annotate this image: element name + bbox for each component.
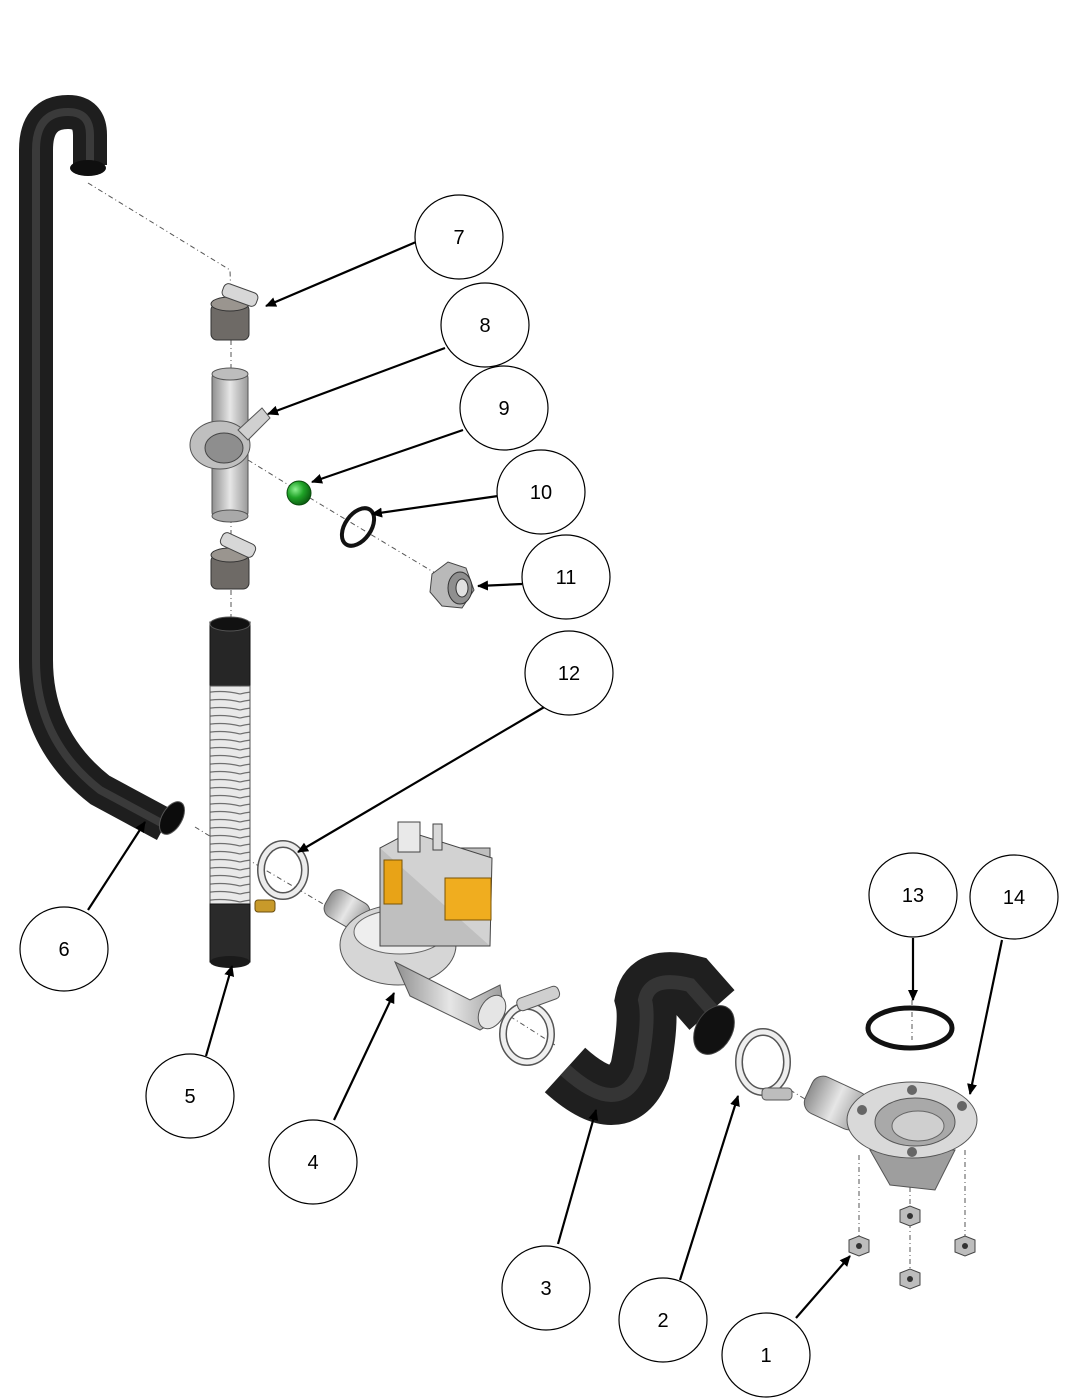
svg-text:2: 2	[657, 1310, 668, 1332]
leader-7	[265, 240, 417, 308]
nut-b	[899, 1205, 921, 1227]
leader-1	[795, 1255, 851, 1319]
svg-text:3: 3	[540, 1278, 551, 1300]
part-13-seal-ring	[865, 1005, 955, 1051]
part-8-tee-fitting	[189, 367, 271, 523]
leader-9	[311, 428, 464, 484]
part-3-s-hose	[544, 952, 735, 1125]
part-12-band-clamp	[254, 840, 309, 913]
callout-1: 1	[721, 1312, 811, 1398]
callout-4: 4	[268, 1119, 358, 1205]
worm-clamp-middle	[499, 985, 561, 1066]
part-1-nuts	[848, 1205, 976, 1290]
part-11-cap-nut	[429, 561, 475, 609]
leader-arrows	[87, 240, 1004, 1319]
part-9-check-ball	[286, 480, 312, 506]
nut-a	[848, 1235, 870, 1257]
leader-3	[556, 1109, 599, 1245]
svg-text:10: 10	[530, 482, 552, 504]
svg-text:7: 7	[453, 227, 464, 249]
callout-12: 12	[524, 630, 614, 716]
hose-clamp-lower	[210, 532, 257, 590]
nut-d	[899, 1268, 921, 1290]
svg-text:14: 14	[1003, 887, 1025, 909]
svg-text:4: 4	[307, 1152, 318, 1174]
svg-text:1: 1	[760, 1345, 771, 1367]
leader-11	[477, 580, 523, 591]
part-5-corrugated-hose	[209, 616, 251, 968]
part-7-hose-clamp-top	[210, 283, 259, 341]
leader-12	[297, 705, 547, 853]
svg-text:6: 6	[58, 939, 69, 961]
part-14-drain-housing	[803, 1075, 978, 1191]
svg-text:5: 5	[184, 1086, 195, 1108]
callout-10: 10	[496, 449, 586, 535]
svg-text:8: 8	[479, 315, 490, 337]
callout-11: 11	[521, 534, 611, 620]
callout-2: 2	[618, 1277, 708, 1363]
leader-8	[267, 346, 446, 416]
callout-bubbles: 7 8 9 10 11 12 6 5 4 3 2 1 13 14	[19, 194, 1059, 1398]
leader-5	[204, 965, 235, 1057]
callout-6: 6	[19, 906, 109, 992]
leader-2	[678, 1095, 740, 1281]
nut-c	[954, 1235, 976, 1257]
svg-text:12: 12	[558, 663, 580, 685]
callout-3: 3	[501, 1245, 591, 1331]
callout-7: 7	[414, 194, 504, 280]
callout-5: 5	[145, 1053, 235, 1139]
callout-13: 13	[868, 852, 958, 938]
part-2-band-clamp	[735, 1028, 793, 1101]
callout-14: 14	[969, 854, 1059, 940]
part-10-o-ring	[339, 506, 377, 548]
callout-8: 8	[440, 282, 530, 368]
leader-10	[371, 494, 499, 518]
part-6-long-hose	[19, 94, 185, 840]
part-4-solenoid-pump	[323, 821, 507, 1031]
leader-6	[87, 821, 146, 911]
svg-text:13: 13	[902, 885, 924, 907]
leader-14	[967, 939, 1004, 1095]
leader-4	[333, 992, 395, 1121]
svg-text:9: 9	[498, 398, 509, 420]
callout-9: 9	[459, 365, 549, 451]
svg-text:11: 11	[556, 567, 577, 589]
